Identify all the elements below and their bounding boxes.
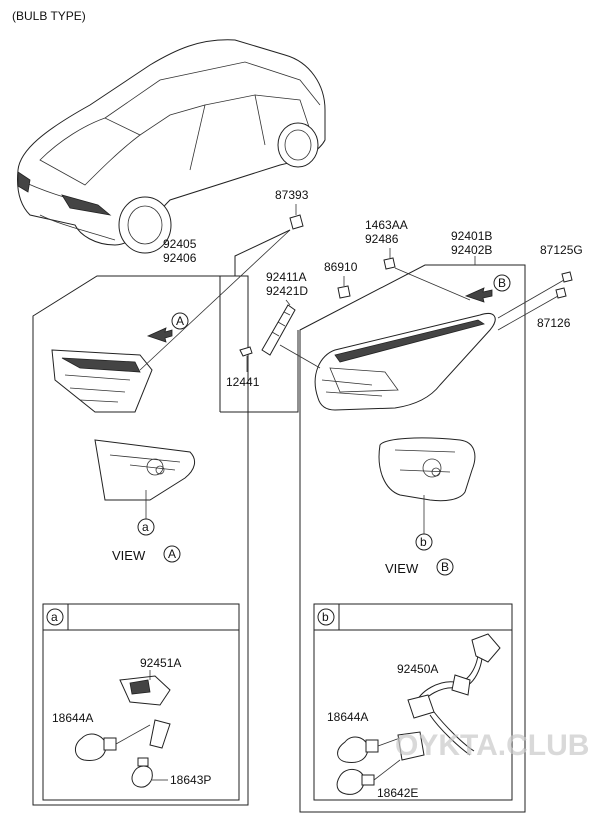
label-92402B: 92402B <box>451 243 492 257</box>
label-18642E: 18642E <box>377 786 418 800</box>
car-illustration <box>17 39 326 254</box>
screw-12441 <box>239 346 253 357</box>
view-a-label: VIEW <box>112 548 146 563</box>
label-92450A: 92450A <box>397 662 438 676</box>
detail-a-marker: a <box>51 610 58 624</box>
label-92401B: 92401B <box>451 229 492 243</box>
label-18644A-right: 18644A <box>327 710 368 724</box>
inner-lamp-group: 92405 92406 A a VIEW A a 92451A <box>32 229 291 806</box>
label-87126: 87126 <box>537 316 571 330</box>
detail-box-b <box>313 603 513 801</box>
label-18643P: 18643P <box>170 773 211 787</box>
nut-87126 <box>555 287 567 299</box>
detail-b-marker: b <box>322 610 329 624</box>
label-92411A: 92411A <box>266 270 306 284</box>
label-92451A: 92451A <box>140 656 181 670</box>
bracket-guide-line <box>219 229 291 412</box>
marker-a-circle <box>171 312 189 330</box>
watermark: OYKTA.CLUB <box>395 729 589 762</box>
marker-b-circle <box>493 274 511 292</box>
view-b-label: VIEW <box>385 561 419 576</box>
middle-parts: 87393 92411A 92421D 86910 12441 1463AA 9… <box>219 188 471 413</box>
diagram-title: (BULB TYPE) <box>12 9 86 23</box>
outer-lamp-housing <box>378 437 476 502</box>
outer-lamp-group: 92401B 92402B 87125G 87126 B b VIEW B <box>279 229 583 813</box>
bracket-92411A <box>261 304 296 356</box>
detail-box-a <box>42 603 240 801</box>
bulb-18643P <box>131 765 153 788</box>
view-b-marker: B <box>441 560 449 574</box>
clip-86910 <box>337 285 351 299</box>
marker-b-text: B <box>498 276 506 290</box>
label-92421D: 92421D <box>266 284 308 298</box>
clip-92486 <box>383 257 396 270</box>
label-1463AA: 1463AA <box>365 218 408 232</box>
label-87393: 87393 <box>275 188 309 202</box>
outer-lamp-lens <box>314 313 496 411</box>
label-92406: 92406 <box>163 251 197 265</box>
label-12441: 12441 <box>226 375 260 389</box>
label-18644A-left: 18644A <box>52 711 93 725</box>
marker-a-text: A <box>176 314 184 328</box>
arrow-a-icon <box>146 327 173 343</box>
view-a-marker: A <box>168 547 176 561</box>
label-92405: 92405 <box>163 237 197 251</box>
bulb-18644A-left <box>75 733 107 761</box>
label-86910: 86910 <box>324 260 358 274</box>
marker-a-small-text: a <box>142 520 149 534</box>
bulb-18642E <box>336 769 365 795</box>
group-outline-right <box>299 264 526 813</box>
group-outline-left <box>32 275 249 806</box>
arrow-b-icon <box>464 287 493 303</box>
socket-92450A <box>397 731 425 761</box>
nut-87393 <box>289 214 304 230</box>
bulb-18644A-right <box>337 736 369 763</box>
label-92486: 92486 <box>365 232 399 246</box>
marker-b-small-text: b <box>420 535 427 549</box>
label-87125G: 87125G <box>540 243 583 257</box>
inner-lamp-housing <box>94 439 196 501</box>
nut-87125G <box>561 271 573 283</box>
